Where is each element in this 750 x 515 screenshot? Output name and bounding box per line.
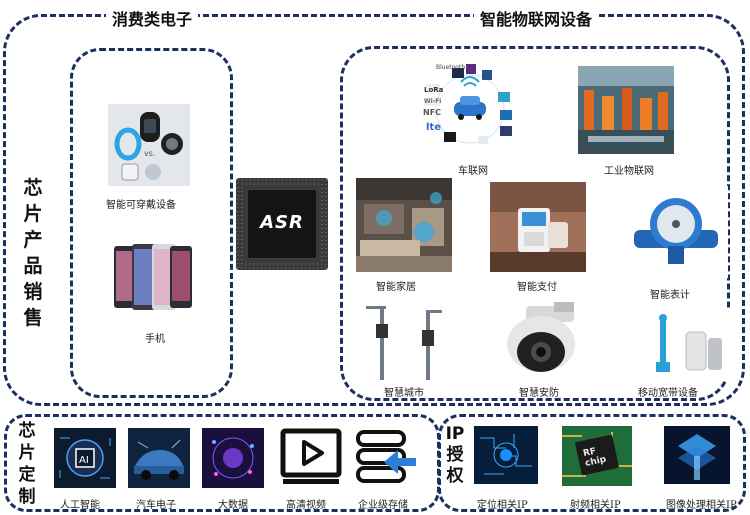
svg-text:AI: AI — [79, 455, 89, 466]
rf-ip-label: 射频相关IP — [570, 500, 621, 511]
storage-label: 企业级存储 — [358, 500, 408, 511]
chip-customization-text: 芯片定制 — [18, 421, 36, 507]
car-network-image: lte NFC Bluetooth LoRa Wi-Fi — [418, 62, 522, 156]
industrial-iot-image — [578, 66, 674, 154]
badge-lte: lte — [426, 122, 441, 133]
wearable-image: vs. — [108, 104, 190, 186]
iot-frame — [340, 46, 730, 401]
phone-label: 手机 — [145, 334, 165, 345]
consumer-electronics-title: 消费类电子 — [106, 6, 199, 30]
smart-city-image — [356, 300, 452, 380]
ai-label: 人工智能 — [60, 500, 100, 511]
car-network-label: 车联网 — [458, 166, 488, 177]
smart-home-image — [356, 178, 452, 272]
ip-licensing-label: IP授权 — [444, 424, 470, 487]
badge-bluetooth: Bluetooth — [436, 64, 466, 71]
positioning-ip-image — [474, 426, 538, 484]
image-processing-ip-label: 图像处理相关IP — [666, 500, 737, 511]
smart-meter-image — [624, 186, 728, 278]
hd-video-label: 高清视频 — [286, 500, 326, 511]
chip-sales-label: 芯片产品销售 — [20, 175, 46, 331]
wearable-label: 智能可穿戴设备 — [106, 200, 176, 211]
image-processing-ip-image — [664, 426, 730, 484]
automotive-label: 汽车电子 — [136, 500, 176, 511]
ip-licensing-text: IP授权 — [445, 424, 465, 486]
smart-payment-image — [490, 182, 586, 272]
badge-lora: LoRa — [424, 86, 444, 94]
industrial-iot-label: 工业物联网 — [604, 166, 654, 177]
smart-meter-label: 智能表计 — [650, 290, 690, 301]
iot-title: 智能物联网设备 — [474, 6, 599, 30]
badge-nfc: NFC — [423, 108, 442, 117]
big-data-label: 大数据 — [218, 500, 248, 511]
ai-image: AI — [54, 428, 116, 488]
chip-customization-label: 芯片定制 — [14, 420, 40, 508]
chip-sales-text: 芯片产品销售 — [23, 177, 43, 329]
phone-image — [110, 242, 196, 314]
asr-chip-logo: ASR — [260, 212, 304, 233]
automotive-image — [128, 428, 190, 488]
mobile-broadband-label: 移动宽带设备 — [638, 388, 698, 399]
storage-icon — [356, 430, 418, 486]
asr-chip: ASR — [236, 178, 328, 270]
chip-sales-frame — [3, 14, 745, 406]
mobile-broadband-image — [630, 308, 730, 380]
smart-home-label: 智能家居 — [376, 282, 416, 293]
smart-city-label: 智慧城市 — [384, 388, 424, 399]
smart-security-label: 智慧安防 — [519, 388, 559, 399]
play-icon — [280, 428, 342, 486]
smart-payment-label: 智能支付 — [517, 282, 557, 293]
rf-ip-image: RF chip — [562, 426, 632, 486]
smart-security-image — [496, 300, 586, 380]
big-data-image — [202, 428, 264, 488]
badge-wifi: Wi-Fi — [424, 98, 442, 105]
ip-licensing-frame — [438, 414, 746, 512]
svg-text:vs.: vs. — [144, 149, 155, 158]
consumer-electronics-frame — [70, 48, 233, 398]
positioning-ip-label: 定位相关IP — [477, 500, 528, 511]
